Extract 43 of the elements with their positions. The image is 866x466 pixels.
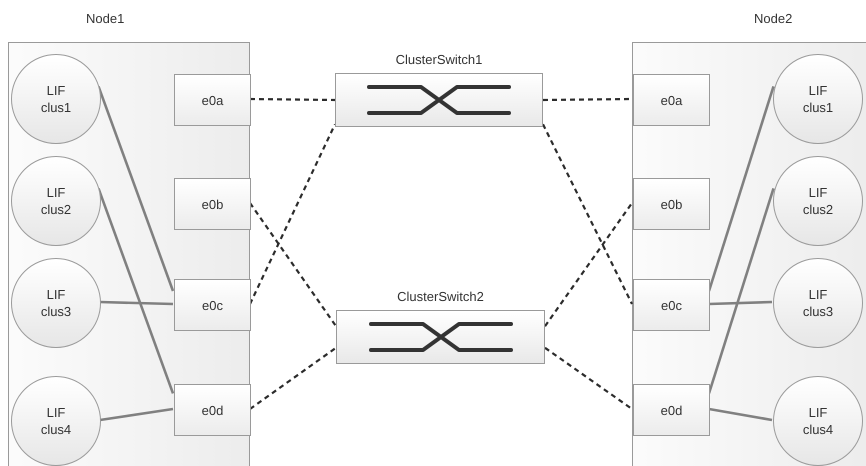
port-box [633, 178, 710, 230]
switch-label: ClusterSwitch1 [394, 52, 484, 67]
link-line [97, 86, 174, 292]
switch-label: ClusterSwitch2 [396, 289, 485, 304]
port-box [174, 279, 251, 331]
dashed-link [249, 202, 337, 327]
lif-label: LIF clus2 [40, 184, 72, 218]
port-box [633, 279, 710, 331]
port-label: e0b [660, 196, 682, 212]
lif-label: LIF clus2 [802, 184, 834, 218]
link-line [708, 408, 772, 422]
dashed-link [542, 124, 633, 304]
dashed-link [249, 124, 336, 304]
link-line [708, 86, 775, 292]
port-label: e0c [661, 298, 682, 312]
dashed-link [544, 202, 633, 327]
link-line [97, 188, 174, 394]
port-box [633, 74, 710, 126]
lif-label: LIF clus1 [40, 82, 72, 116]
node-heading: Node2 [754, 11, 792, 26]
port-label: e0a [202, 92, 224, 108]
port-label: e0d [660, 402, 682, 418]
dashed-link [544, 346, 633, 410]
lif-label: LIF clus4 [802, 404, 834, 438]
lif-label: LIF clus4 [40, 404, 72, 438]
link-line [708, 188, 775, 394]
lif-label: LIF clus1 [802, 82, 834, 116]
port-label: e0a [660, 92, 682, 108]
dashed-link [250, 98, 336, 102]
port-label: e0c [202, 298, 223, 312]
port-box [174, 178, 251, 230]
port-box [633, 384, 710, 436]
lif-label: LIF clus3 [40, 286, 72, 320]
link-line [100, 408, 174, 422]
dashed-link [249, 346, 337, 410]
node-heading: Node1 [86, 11, 124, 26]
link-line [100, 300, 174, 306]
lif-label: LIF clus3 [802, 286, 834, 320]
link-line [708, 300, 772, 306]
port-box [174, 384, 251, 436]
port-label: e0d [202, 402, 224, 418]
port-label: e0b [202, 196, 224, 212]
port-box [174, 74, 251, 126]
